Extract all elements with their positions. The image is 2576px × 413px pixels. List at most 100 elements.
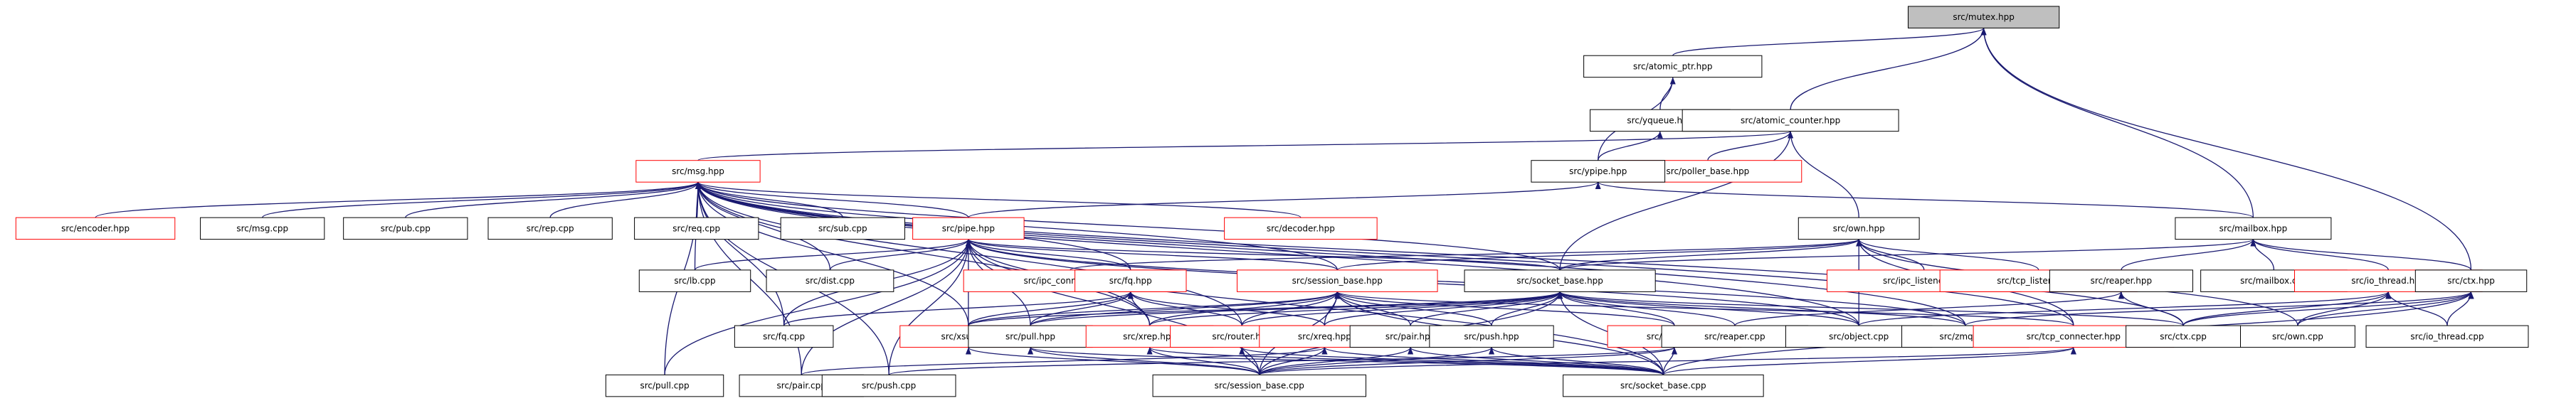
node-reaper-cpp[interactable]: src/reaper.cpp <box>1661 325 1809 348</box>
edge-pipe-to-msg_hpp <box>695 181 969 218</box>
node-box[interactable] <box>912 217 1025 240</box>
node-msg-cpp[interactable]: src/msg.cpp <box>200 217 325 240</box>
node-label: src/mutex.hpp <box>1953 12 2015 22</box>
node-push-cpp[interactable]: src/push.cpp <box>821 374 956 397</box>
node-box[interactable] <box>2365 325 2529 348</box>
node-pipe[interactable]: src/pipe.hpp <box>912 217 1025 240</box>
edge-atomic_ptr-to-mutex <box>1672 27 1987 56</box>
node-label: src/tcp_connecter.hpp <box>2027 331 2121 341</box>
node-label: src/io_thread.hpp <box>2351 276 2425 286</box>
node-fq-cpp[interactable]: src/fq.cpp <box>734 325 834 348</box>
node-box[interactable] <box>1152 374 1366 397</box>
edge-socket_base_cpp-to-tcp_connecter <box>1662 346 2076 375</box>
node-box[interactable] <box>2240 325 2355 348</box>
node-box[interactable] <box>638 269 751 292</box>
node-ypipe[interactable]: src/ypipe.hpp <box>1531 160 1666 183</box>
node-atomic-ptr[interactable]: src/atomic_ptr.hpp <box>1583 55 1763 78</box>
edge-encoder-to-msg_hpp <box>95 181 701 218</box>
node-sub-cpp[interactable]: src/sub.cpp <box>780 217 905 240</box>
node-mailbox-hpp[interactable]: src/mailbox.hpp <box>2175 217 2332 240</box>
node-msg-hpp[interactable]: src/msg.hpp <box>635 160 761 183</box>
edge-xsub_hpp-to-socket_base_hpp <box>968 291 1563 326</box>
node-dist-cpp[interactable]: src/dist.cpp <box>766 269 894 292</box>
node-lb-cpp[interactable]: src/lb.cpp <box>638 269 751 292</box>
node-box[interactable] <box>821 374 956 397</box>
node-socket-base-hpp[interactable]: src/socket_base.hpp <box>1464 269 1656 292</box>
node-box[interactable] <box>1531 160 1666 183</box>
edge-pull_hpp-to-fq_hpp <box>1030 291 1134 326</box>
node-box[interactable] <box>766 269 894 292</box>
node-box[interactable] <box>2049 269 2193 292</box>
node-box[interactable] <box>1236 269 1438 292</box>
edge-socket_base_hpp-to-pipe <box>966 239 1561 271</box>
node-box[interactable] <box>1583 55 1763 78</box>
node-socket-base-cpp[interactable]: src/socket_base.cpp <box>1563 374 1764 397</box>
edge-object_cpp-to-socket_base_hpp <box>1557 291 1859 326</box>
node-box[interactable] <box>1075 269 1187 292</box>
node-box[interactable] <box>1682 109 1899 132</box>
node-box[interactable] <box>200 217 325 240</box>
edge-xreq_hpp-to-socket_base_hpp <box>1324 291 1563 326</box>
node-session-base-hpp[interactable]: src/session_base.hpp <box>1236 269 1438 292</box>
node-decoder[interactable]: src/decoder.hpp <box>1224 217 1378 240</box>
edge-reaper_cpp-to-socket_base_hpp <box>1557 291 1736 326</box>
node-box[interactable] <box>1224 217 1378 240</box>
edge-session_base_cpp-to-push_hpp <box>1259 346 1494 375</box>
node-box[interactable] <box>1563 374 1764 397</box>
node-reaper-hpp[interactable]: src/reaper.hpp <box>2049 269 2193 292</box>
node-box[interactable] <box>1429 325 1554 348</box>
edge-xsub_hpp-to-session_base_hpp <box>968 291 1341 326</box>
node-own-cpp[interactable]: src/own.cpp <box>2240 325 2355 348</box>
node-mutex[interactable]: src/mutex.hpp <box>1907 6 2060 28</box>
node-box[interactable] <box>968 325 1093 348</box>
edge-pipe-to-ypipe <box>968 181 1601 218</box>
edge-mailbox_hpp-to-mutex <box>1980 28 2254 218</box>
node-box[interactable] <box>734 325 834 348</box>
node-label: src/push.cpp <box>862 381 916 391</box>
node-box[interactable] <box>2175 217 2332 240</box>
node-box[interactable] <box>343 217 468 240</box>
node-box[interactable] <box>1661 325 1809 348</box>
node-box[interactable] <box>15 217 176 240</box>
node-pub-cpp[interactable]: src/pub.cpp <box>343 217 468 240</box>
node-label: src/atomic_counter.hpp <box>1741 115 1840 125</box>
node-ctx-cpp[interactable]: src/ctx.cpp <box>2126 325 2242 348</box>
edge-pull_hpp-to-session_base_hpp <box>1030 291 1341 326</box>
edge-ypipe-to-yqueue <box>1598 131 1663 161</box>
edge-router_hpp-to-socket_base_hpp <box>1241 291 1563 326</box>
node-label: src/dist.cpp <box>806 276 855 286</box>
node-session-base-cpp[interactable]: src/session_base.cpp <box>1152 374 1366 397</box>
node-pull-cpp[interactable]: src/pull.cpp <box>605 374 724 397</box>
node-label: src/push.hpp <box>1464 331 1519 341</box>
node-box[interactable] <box>780 217 905 240</box>
node-box[interactable] <box>487 217 613 240</box>
edge-zmq_cpp-to-msg_hpp <box>695 182 1966 326</box>
node-label: src/encoder.hpp <box>61 223 130 233</box>
node-encoder[interactable]: src/encoder.hpp <box>15 217 176 240</box>
node-box[interactable] <box>1907 6 2060 28</box>
node-own[interactable]: src/own.hpp <box>1798 217 1920 240</box>
node-io-thread-cpp[interactable]: src/io_thread.cpp <box>2365 325 2529 348</box>
node-box[interactable] <box>605 374 724 397</box>
node-label: src/msg.hpp <box>672 166 724 176</box>
node-label: src/pub.cpp <box>381 223 431 233</box>
node-box[interactable] <box>634 217 759 240</box>
edge-ctx_cpp-to-ctx_hpp <box>2182 291 2474 326</box>
node-req-cpp[interactable]: src/req.cpp <box>634 217 759 240</box>
node-box[interactable] <box>2126 325 2242 348</box>
edge-mailbox_cpp-to-mailbox_hpp <box>2250 239 2275 270</box>
node-pull-hpp[interactable]: src/pull.hpp <box>968 325 1093 348</box>
node-label: src/xreq.hpp <box>1298 331 1351 341</box>
node-fq-hpp[interactable]: src/fq.hpp <box>1075 269 1187 292</box>
node-push-hpp[interactable]: src/push.hpp <box>1429 325 1554 348</box>
node-box[interactable] <box>2414 269 2528 292</box>
node-box[interactable] <box>1464 269 1656 292</box>
node-atomic-counter[interactable]: src/atomic_counter.hpp <box>1682 109 1899 132</box>
node-box[interactable] <box>635 160 761 183</box>
edge-session_base_cpp-to-pair_hpp <box>1259 347 1413 375</box>
node-label: src/ypipe.hpp <box>1569 166 1627 176</box>
node-box[interactable] <box>1798 217 1920 240</box>
node-ctx-hpp[interactable]: src/ctx.hpp <box>2414 269 2528 292</box>
node-rep-cpp[interactable]: src/rep.cpp <box>487 217 613 240</box>
